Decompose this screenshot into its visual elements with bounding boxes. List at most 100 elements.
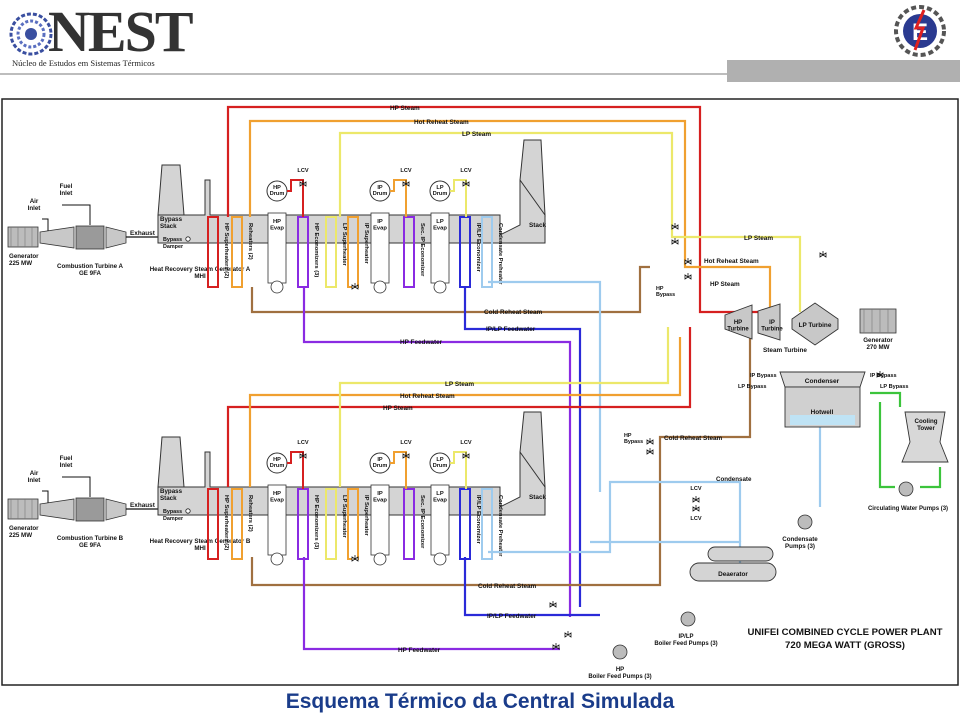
label-line: Bypass bbox=[656, 292, 675, 298]
label-line: HP Economizers (3) bbox=[313, 495, 319, 549]
generator-block bbox=[7, 226, 39, 248]
label-line: Condenser bbox=[805, 378, 840, 385]
label-line: Bypass bbox=[163, 237, 182, 243]
label-line: Stack bbox=[529, 494, 546, 501]
cooling-return bbox=[878, 402, 895, 489]
label-line: Inlet bbox=[60, 190, 73, 197]
label-line: HP Steam bbox=[383, 405, 413, 412]
label-line: Generator bbox=[9, 253, 39, 260]
drum-steam-riser bbox=[287, 179, 304, 217]
lower-header-icon bbox=[373, 280, 387, 294]
generator-block bbox=[7, 498, 39, 520]
label-line: Circulating Water Pumps (3) bbox=[868, 506, 948, 512]
label-cold-reheat-steam: Cold Reheat Steam bbox=[484, 309, 543, 316]
label-line: Evap bbox=[373, 498, 387, 504]
label-line: MHI bbox=[194, 545, 206, 552]
label-line: LCV bbox=[690, 486, 701, 492]
label-hp-feedwater: HP Feedwater bbox=[400, 339, 443, 346]
label-line: Inlet bbox=[28, 477, 41, 484]
label-line: Damper bbox=[163, 244, 184, 250]
label-line: LP Steam bbox=[445, 381, 474, 388]
label-line: UNIFEI COMBINED CYCLE POWER PLANT bbox=[747, 627, 942, 638]
drum-steam-riser bbox=[390, 179, 407, 217]
header-rule bbox=[0, 73, 730, 75]
header-valve-icon bbox=[671, 238, 679, 245]
label-line: Condensate Preheater bbox=[497, 495, 503, 557]
hp-turbine-shape bbox=[724, 304, 753, 340]
label-ip-superheater: IP Superheater bbox=[363, 223, 369, 265]
main-stack-shape bbox=[519, 411, 546, 489]
lower-header-icon bbox=[270, 552, 284, 566]
label-lp-superheater: LP Superheater bbox=[341, 223, 347, 266]
label-ip-lp-economizer: IP/LP Economizer bbox=[475, 495, 481, 545]
label-lcv: LCV bbox=[297, 440, 308, 446]
label-line: Hotwell bbox=[811, 409, 834, 416]
label-line: Exhaust bbox=[130, 502, 156, 509]
drum-steam-riser bbox=[287, 451, 304, 489]
label-line: Drum bbox=[373, 191, 388, 197]
label-line: Heat Recovery Steam Generator B bbox=[150, 538, 251, 545]
hp-feedwater-a bbox=[302, 287, 572, 617]
label-line: Evap bbox=[373, 226, 387, 232]
lcv-valve-icon bbox=[299, 452, 307, 459]
label-stack: Stack bbox=[529, 494, 546, 501]
label-line: IP/LP Economizer bbox=[475, 223, 481, 273]
label-line: IP Bypass bbox=[750, 373, 777, 379]
label-lp-turbine: LP Turbine bbox=[799, 322, 832, 329]
label-ip-lp-feedwater: IP/LP Feedwater bbox=[487, 613, 537, 620]
nest-logo-name: NEST bbox=[48, 0, 194, 64]
label-line: HP bbox=[273, 185, 281, 191]
header-valve-icon bbox=[564, 631, 572, 638]
label-line: Bypass bbox=[624, 439, 643, 445]
label-line: Combustion Turbine B bbox=[57, 535, 124, 542]
label-lp-bypass: LP Bypass bbox=[880, 384, 909, 390]
lcv-valve-icon bbox=[299, 180, 307, 187]
header-valve-icon bbox=[819, 251, 827, 258]
lcv-valve-icon bbox=[462, 180, 470, 187]
label-line: LP Steam bbox=[462, 131, 491, 138]
label-line: LCV bbox=[297, 440, 308, 446]
label-line: LP Bypass bbox=[880, 384, 909, 390]
label-hp-steam: HP Steam bbox=[710, 281, 740, 288]
label-line: GE 9FA bbox=[79, 270, 102, 277]
label-line: Air bbox=[30, 470, 39, 477]
label-line: Tower bbox=[917, 425, 935, 432]
label-lp-bypass: LP Bypass bbox=[738, 384, 767, 390]
header-valve-icon bbox=[876, 371, 884, 378]
tower-return bbox=[920, 467, 942, 489]
label-hp-steam: HP Steam bbox=[383, 405, 413, 412]
label-condensate-preheater: Condensate Preheater bbox=[497, 495, 503, 557]
drum-steam-riser bbox=[390, 451, 407, 489]
coil-bank-condensate-preheater bbox=[481, 216, 493, 288]
label-hotwell: Hotwell bbox=[811, 409, 834, 416]
ip-turbine-shape bbox=[757, 303, 781, 341]
label-line: Damper bbox=[163, 516, 184, 522]
label-hp-economizers: HP Economizers (3) bbox=[313, 495, 319, 549]
label-line: LP bbox=[436, 457, 443, 463]
condensate-return-a bbox=[488, 280, 602, 492]
bypass-stack-shape bbox=[157, 436, 185, 488]
label-line: IP/LP bbox=[678, 634, 693, 640]
label-line: HP bbox=[616, 667, 624, 673]
label-line: Inlet bbox=[60, 462, 73, 469]
combustor-block bbox=[75, 497, 105, 522]
lp-steam-header-b bbox=[338, 327, 670, 487]
lower-header-icon bbox=[433, 552, 447, 566]
label-stack: Stack bbox=[529, 222, 546, 229]
label-line: Bypass bbox=[163, 509, 182, 515]
main-stack-shape bbox=[519, 139, 546, 217]
label-line: Sec. IP Economizer bbox=[419, 223, 425, 277]
label-ip-bypass: IP Bypass bbox=[870, 373, 897, 379]
